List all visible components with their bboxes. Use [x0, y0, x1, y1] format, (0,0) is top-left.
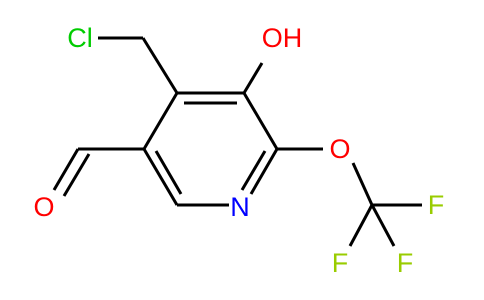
- bond-cho-o-double: [62, 153, 91, 197]
- bond-c6-c5-double: [154, 150, 183, 195]
- bond-c2-n: [249, 148, 279, 195]
- bond-c2-n-double: [240, 150, 267, 191]
- bond-cf3-f-bottom-right: [370, 204, 396, 247]
- bond-c6-c5: [142, 148, 179, 206]
- atom-label-aldehyde-oxygen: O: [33, 192, 54, 222]
- atom-label-fluorine-bottom-right: F: [397, 248, 414, 278]
- bond-c3-oh: [242, 62, 264, 94]
- bond-c5-c4: [142, 92, 179, 150]
- atom-label-fluorine-bottom-left: F: [332, 248, 349, 278]
- atom-label-ring-nitrogen: N: [230, 192, 250, 222]
- bonds: [52, 36, 422, 247]
- atom-labels: Cl OH O N O F F F: [33, 23, 444, 278]
- bond-c3-c2: [242, 92, 279, 150]
- atom-label-hydroxyl: OH: [262, 23, 303, 53]
- bond-cho-o: [52, 148, 80, 191]
- atom-label-ether-oxygen: O: [329, 134, 350, 164]
- bond-o-cf3: [351, 162, 374, 206]
- atom-label-chlorine: Cl: [67, 23, 93, 53]
- atom-label-fluorine-top: F: [428, 190, 445, 220]
- bond-ch2-c4: [141, 37, 179, 94]
- bond-cf3-f-bottom-left: [348, 204, 374, 247]
